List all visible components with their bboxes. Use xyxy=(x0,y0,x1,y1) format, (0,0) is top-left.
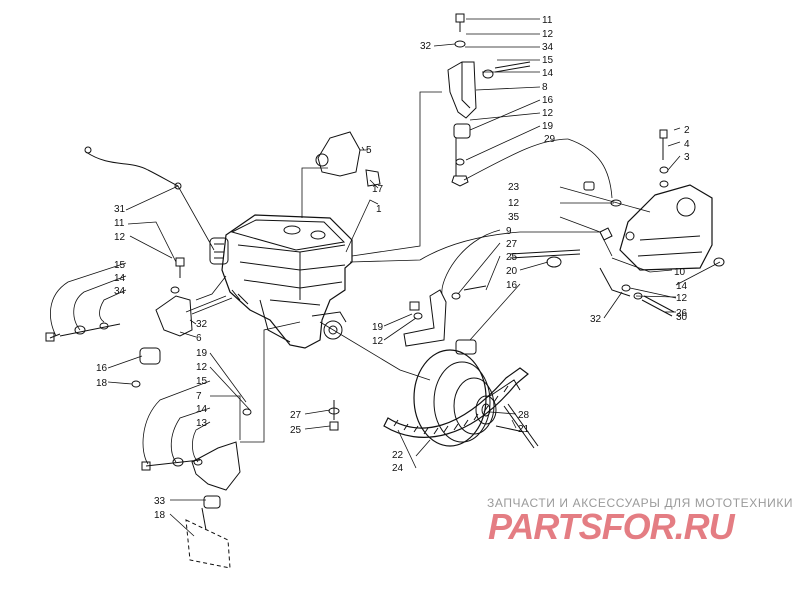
callout-12: 12 xyxy=(196,362,208,373)
bracket-5 xyxy=(315,131,381,187)
right-mount-bracket xyxy=(583,129,725,317)
callout-8: 8 xyxy=(542,82,548,93)
callout-33: 33 xyxy=(154,496,166,507)
callout-14: 14 xyxy=(542,68,554,79)
left-mount-assembly xyxy=(45,257,193,388)
callout-15: 15 xyxy=(196,376,208,387)
callout-31: 31 xyxy=(114,204,126,215)
drive-clutch xyxy=(383,349,539,449)
callout-14: 14 xyxy=(196,404,208,415)
callout-13: 13 xyxy=(196,418,208,429)
leader-lines xyxy=(50,18,721,537)
bolt-27-25 xyxy=(328,400,340,431)
watermark-logo: PARTSFOR.RU xyxy=(488,506,735,547)
callout-3: 3 xyxy=(684,152,690,163)
callout-5: 5 xyxy=(366,145,372,156)
callout-12: 12 xyxy=(114,232,126,243)
callout-27: 27 xyxy=(290,410,302,421)
callout-12: 12 xyxy=(542,108,554,119)
callout-32: 32 xyxy=(590,314,602,325)
callout-1: 1 xyxy=(376,204,382,215)
callout-6: 6 xyxy=(196,333,202,344)
callout-16: 16 xyxy=(542,95,554,106)
lower-left-mount xyxy=(141,408,252,569)
callout-4: 4 xyxy=(684,139,690,150)
callout-28: 28 xyxy=(518,410,530,421)
callout-14: 14 xyxy=(676,281,688,292)
callout-16: 16 xyxy=(506,280,518,291)
callout-10: 10 xyxy=(674,267,686,278)
bracket-9 xyxy=(403,249,581,355)
callout-32: 32 xyxy=(420,41,432,52)
callout-22: 22 xyxy=(392,450,404,461)
callout-15: 15 xyxy=(542,55,554,66)
callout-12: 12 xyxy=(676,293,688,304)
callout-32: 32 xyxy=(196,319,208,330)
callout-12: 12 xyxy=(542,29,554,40)
callout-16: 16 xyxy=(96,363,108,374)
callout-9: 9 xyxy=(506,226,512,237)
callout-11: 11 xyxy=(542,15,553,26)
top-mount-assembly xyxy=(447,13,531,187)
callout-17: 17 xyxy=(372,184,384,195)
watermark-caption: ЗАПЧАСТИ И АКСЕССУАРЫ ДЛЯ МОТОТЕХНИКИ xyxy=(487,496,794,510)
callout-14: 14 xyxy=(114,273,126,284)
callout-21: 21 xyxy=(518,424,530,435)
callout-25: 25 xyxy=(506,252,518,263)
callout-30: 30 xyxy=(676,312,688,323)
callout-27: 27 xyxy=(506,239,518,250)
callout-19: 19 xyxy=(542,121,554,132)
callout-11: 11 xyxy=(114,218,125,229)
callout-25: 25 xyxy=(290,425,302,436)
callout-20: 20 xyxy=(506,266,518,277)
callout-18: 18 xyxy=(154,510,166,521)
callout-12: 12 xyxy=(372,336,384,347)
callout-35: 35 xyxy=(508,212,520,223)
callout-24: 24 xyxy=(392,463,404,474)
callout-7: 7 xyxy=(196,391,202,402)
callout-18: 18 xyxy=(96,378,108,389)
callout-19: 19 xyxy=(372,322,384,333)
callout-34: 34 xyxy=(114,286,126,297)
callout-2: 2 xyxy=(684,125,690,136)
engine-block xyxy=(209,214,353,349)
cable-31 xyxy=(84,146,182,190)
callout-29: 29 xyxy=(544,134,556,145)
callout-23: 23 xyxy=(508,182,520,193)
callout-15: 15 xyxy=(114,260,126,271)
callout-12: 12 xyxy=(508,198,520,209)
callout-19: 19 xyxy=(196,348,208,359)
callout-26: 26 xyxy=(676,308,688,319)
callout-34: 34 xyxy=(542,42,554,53)
